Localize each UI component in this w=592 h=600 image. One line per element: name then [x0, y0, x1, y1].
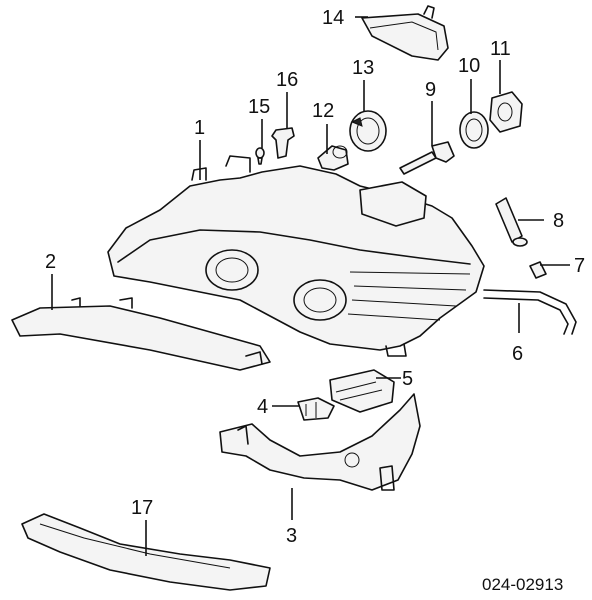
callout-15: 15: [248, 96, 270, 118]
callout-13: 13: [352, 57, 374, 79]
callout-8: 8: [553, 210, 564, 232]
callout-17: 17: [131, 497, 153, 519]
part-10-ring: [459, 111, 489, 149]
leader-lines: [51, 16, 570, 556]
callouts: 14 13 16 15 12 9 10 11 1 2 8 7 6 5 4 3 1…: [45, 7, 585, 547]
callout-9: 9: [425, 79, 436, 101]
part-7-connector: [529, 261, 547, 279]
callout-6: 6: [512, 343, 523, 365]
callout-4: 4: [257, 396, 268, 418]
part-14-cover-plate: [361, 5, 449, 61]
callout-16: 16: [276, 69, 298, 91]
part-9-xenon-bulb: [399, 141, 455, 175]
part-11-cap: [489, 91, 523, 133]
part-16-socket: [271, 127, 295, 159]
part-6-hose: [483, 289, 577, 335]
callout-11: 11: [490, 38, 511, 60]
part-15-small-bulb: [255, 147, 265, 165]
part-8-igniter: [495, 197, 528, 247]
part-12-bulb: [317, 145, 349, 171]
diagram-code: 024-02913: [482, 575, 563, 594]
callout-1: 1: [194, 117, 205, 139]
part-4-module: [297, 397, 335, 421]
callout-12: 12: [312, 100, 334, 122]
callout-14: 14: [322, 7, 344, 29]
part-2-trim-strip: [11, 297, 271, 371]
part-1-headlamp-assembly: [107, 155, 485, 357]
callout-3: 3: [286, 525, 297, 547]
part-5-control-unit: [329, 369, 395, 413]
callout-7: 7: [574, 255, 585, 277]
part-3-bracket: [219, 393, 421, 491]
callout-2: 2: [45, 251, 56, 273]
callout-5: 5: [402, 368, 413, 390]
callout-10: 10: [458, 55, 480, 77]
part-13-cap: [349, 110, 387, 152]
